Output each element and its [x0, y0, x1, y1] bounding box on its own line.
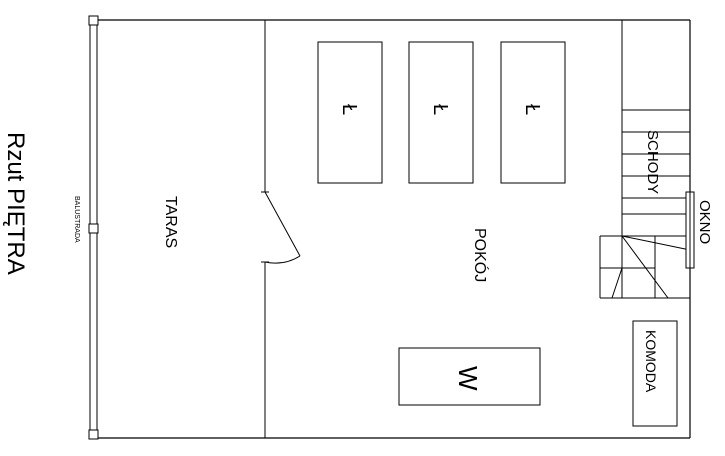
dresser-label: KOMODA — [643, 330, 659, 393]
balustrade-label: BALUSTRADA — [73, 196, 80, 243]
stairs — [599, 20, 691, 299]
outer-walls — [94, 19, 691, 439]
stairs-label: SCHODY — [644, 130, 661, 194]
balustrade — [88, 15, 99, 440]
room-label: POKÓJ — [471, 228, 490, 282]
window-label: OKNO — [696, 200, 713, 244]
bed-3-label: Ł — [521, 104, 543, 115]
wardrobe: W — [398, 347, 541, 406]
dresser: KOMODA — [632, 320, 678, 427]
bed-1: Ł — [317, 41, 383, 184]
partition-wall — [261, 20, 269, 438]
window — [685, 191, 695, 269]
bed-3: Ł — [500, 41, 566, 184]
door — [264, 191, 301, 264]
bed-2: Ł — [408, 41, 474, 184]
bed-2-label: Ł — [429, 104, 451, 115]
wardrobe-label: W — [453, 366, 483, 391]
terrace-label: TARAS — [162, 196, 179, 248]
plan-title: Rzut PIĘTRA — [2, 132, 29, 275]
bed-1-label: Ł — [338, 104, 360, 115]
